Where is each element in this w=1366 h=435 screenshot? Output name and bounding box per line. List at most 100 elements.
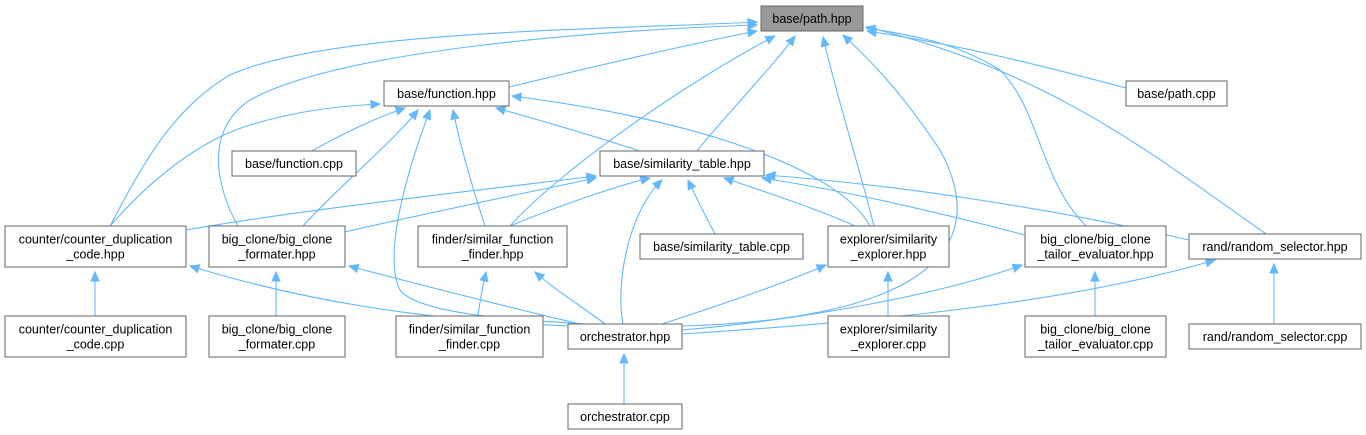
node-box	[4, 315, 187, 358]
edge-arrowhead	[842, 34, 854, 46]
node-bcformater-hpp[interactable]: big_clone/big_clone_formater.hpp	[208, 225, 346, 268]
edge-bctailor_hpp-to-simtable_hpp	[760, 174, 1026, 236]
node-label-line: _explorer.cpp	[850, 338, 926, 352]
edge-arrowhead	[760, 174, 773, 185]
node-simtable-hpp[interactable]: base/similarity_table.hpp	[599, 150, 765, 177]
node-label-line: big_clone/big_clone	[1040, 323, 1151, 337]
edge-line	[509, 177, 651, 227]
node-bctailor-hpp[interactable]: big_clone/big_clone_tailor_evaluator.hpp	[1024, 225, 1167, 268]
node-label-line: finder/similar_function	[432, 233, 554, 247]
edge-simexplorer_hpp-to-simtable_hpp	[722, 176, 856, 227]
node-label-line: base/similarity_table.cpp	[653, 240, 790, 254]
node-counter-cpp[interactable]: counter/counter_duplication_code.cpp	[4, 315, 187, 358]
edge-bcformater_hpp-to-function_hpp	[302, 109, 419, 227]
edge-function_cpp-to-function_hpp	[311, 106, 407, 152]
node-label-line: base/path.hpp	[772, 12, 851, 26]
edge-arrowhead	[746, 28, 759, 38]
node-label-line: base/similarity_table.hpp	[613, 157, 751, 171]
node-function-hpp[interactable]: base/function.hpp	[383, 80, 510, 107]
node-label-line: _formater.cpp	[238, 338, 315, 352]
edge-arrowhead	[820, 35, 830, 48]
node-label-line: _tailor_evaluator.cpp	[1037, 338, 1153, 352]
edge-arrowhead	[1090, 270, 1100, 282]
edge-line	[348, 265, 581, 325]
edge-line	[452, 109, 486, 227]
node-label-line: _formater.hpp	[237, 248, 315, 262]
node-box	[1024, 315, 1167, 358]
node-box	[827, 315, 950, 358]
edge-line	[761, 177, 1026, 236]
edge-bctailor_hpp-to-path_hpp	[864, 24, 1087, 227]
node-label-line: orchestrator.cpp	[580, 410, 670, 424]
node-simfunc-hpp[interactable]: finder/similar_function_finder.hpp	[417, 225, 568, 268]
edge-arrowhead	[639, 175, 652, 185]
node-simexplorer-hpp[interactable]: explorer/similarity_explorer.hpp	[827, 225, 950, 268]
edge-arrowhead	[494, 105, 507, 116]
edge-line	[822, 36, 875, 227]
edge-arrowhead	[370, 99, 382, 110]
nodes-layer: base/path.hpp base/function.hpp base/path.…	[4, 5, 1362, 430]
node-simtable-cpp[interactable]: base/similarity_table.cpp	[639, 233, 804, 260]
edge-arrowhead	[585, 175, 598, 185]
node-box	[1125, 80, 1228, 107]
edge-simfunc_cpp-to-simfunc_hpp	[477, 270, 489, 317]
edge-line	[508, 30, 758, 88]
edge-arrowhead	[722, 176, 735, 186]
node-path-hpp[interactable]: base/path.hpp	[760, 5, 864, 32]
edge-orch_hpp-to-simtable_hpp	[620, 179, 663, 325]
edge-arrowhead	[347, 263, 360, 274]
node-orch-cpp[interactable]: orchestrator.cpp	[567, 403, 683, 430]
node-bctailor-cpp[interactable]: big_clone/big_clone_tailor_evaluator.cpp	[1024, 315, 1167, 358]
node-box	[567, 403, 683, 430]
node-box	[417, 225, 568, 268]
edge-simtable_hpp-to-function_hpp	[494, 105, 641, 152]
node-orch-hpp[interactable]: orchestrator.hpp	[567, 323, 683, 350]
edge-line	[509, 35, 776, 227]
edge-arrowhead	[271, 270, 281, 282]
node-label-line: _code.cpp	[66, 338, 125, 352]
edge-arrowhead	[408, 109, 419, 121]
node-box	[231, 150, 357, 177]
node-label-line: counter/counter_duplication	[19, 323, 173, 337]
node-label-line: explorer/similarity	[840, 233, 938, 247]
edge-simexplorer_hpp-to-function_hpp	[510, 92, 871, 227]
edge-bcformater_cpp-to-bcformater_hpp	[271, 270, 281, 316]
edge-line	[302, 109, 419, 227]
edge-arrowhead	[815, 264, 828, 274]
edge-simfunc_hpp-to-function_hpp	[450, 108, 486, 227]
edge-line	[511, 95, 871, 227]
node-function-cpp[interactable]: base/function.cpp	[231, 150, 357, 177]
node-randsel-hpp[interactable]: rand/random_selector.hpp	[1188, 233, 1362, 260]
node-randsel-cpp[interactable]: rand/random_selector.cpp	[1188, 323, 1362, 350]
node-simexplorer-cpp[interactable]: explorer/similarity_explorer.cpp	[827, 315, 950, 358]
edge-counter_hpp-to-function_hpp	[109, 99, 382, 227]
node-label-line: base/path.cpp	[1137, 87, 1216, 101]
edge-line	[185, 175, 597, 231]
edge-line	[495, 107, 641, 152]
node-label-line: counter/counter_duplication	[19, 233, 173, 247]
node-box	[827, 225, 950, 268]
node-label-line: big_clone/big_clone	[1040, 233, 1151, 247]
edge-line	[109, 21, 758, 227]
edge-simtable_hpp-to-path_hpp	[696, 35, 796, 152]
edge-orch_cpp-to-orch_hpp	[619, 352, 629, 404]
edge-arrowhead	[651, 179, 663, 191]
node-box	[599, 150, 765, 177]
edge-orch_hpp-to-simfunc_hpp	[534, 271, 606, 325]
edge-line	[393, 109, 587, 325]
edge-function_hpp-to-path_hpp	[508, 28, 759, 88]
edge-orch_hpp-to-simexplorer_hpp	[661, 264, 828, 325]
edge-line	[866, 30, 1127, 89]
node-label-line: orchestrator.hpp	[580, 330, 670, 344]
node-label-line: big_clone/big_clone	[222, 233, 333, 247]
node-box	[1188, 323, 1362, 350]
edge-orch_hpp-to-bcformater_hpp	[347, 263, 581, 325]
node-path-cpp[interactable]: base/path.cpp	[1125, 80, 1228, 107]
edge-arrowhead	[188, 264, 201, 274]
node-simfunc-cpp[interactable]: finder/similar_function_finder.cpp	[395, 315, 544, 358]
node-counter-hpp[interactable]: counter/counter_duplication_code.hpp	[4, 225, 187, 268]
node-bcformater-cpp[interactable]: big_clone/big_clone_formater.cpp	[208, 315, 346, 358]
edge-arrowhead	[1204, 258, 1217, 268]
edge-line	[109, 103, 381, 227]
